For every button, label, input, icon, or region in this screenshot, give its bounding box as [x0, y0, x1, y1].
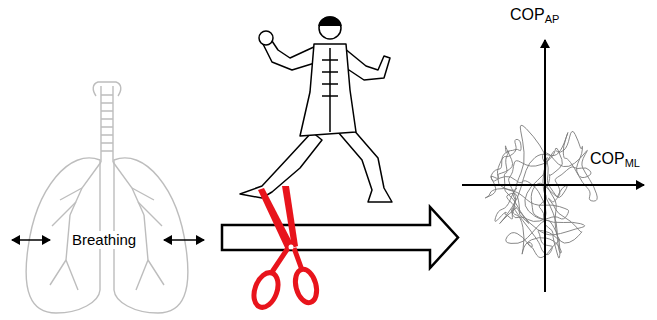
cop-trace	[485, 125, 597, 258]
axis-line	[462, 184, 644, 186]
axis-subscript: AP	[545, 13, 560, 26]
lungs-drawing	[26, 82, 188, 313]
double-arrow	[164, 239, 204, 241]
axis-label: COP	[510, 6, 545, 24]
process-arrow	[222, 207, 458, 268]
tai-chi-figure	[240, 17, 392, 202]
axis-line	[544, 40, 546, 292]
axis-subscript: ML	[625, 157, 640, 170]
scissors-symbol	[250, 186, 321, 311]
double-arrow	[12, 239, 50, 241]
breathing-label: Breathing	[70, 231, 138, 248]
axis-label: COP	[590, 150, 625, 168]
